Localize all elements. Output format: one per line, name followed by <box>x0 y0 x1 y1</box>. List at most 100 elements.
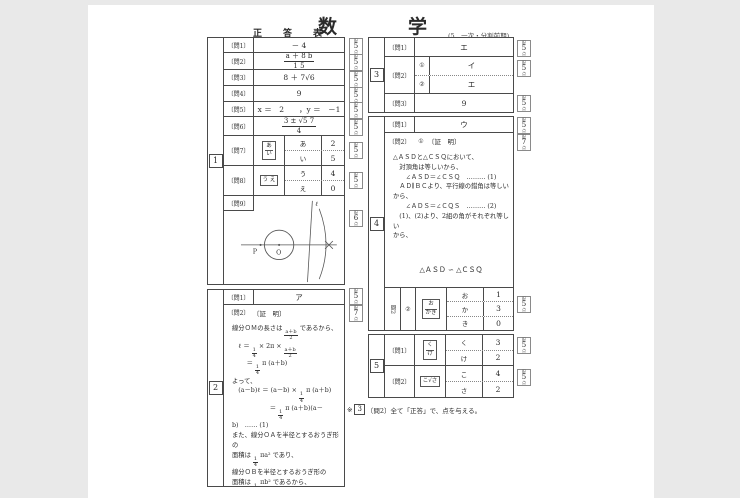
row-q3: 〔問3〕 8 ＋ 7√6 <box>224 70 344 86</box>
entry-value: 3 <box>496 304 501 314</box>
question2-number-cell: 2 <box>208 290 224 486</box>
q2b-format-cell: お かき <box>416 288 447 330</box>
proof-line: ∠ＡＳＤ＝∠ＣＳＱ ……… (1) <box>393 173 497 181</box>
q7-format-cell: あ い <box>254 136 285 165</box>
format-numerator: お <box>425 301 437 310</box>
row-q1: 〔問1〕 ア <box>224 290 344 305</box>
entry-row: け 2 <box>446 350 513 365</box>
proof-line: から、 <box>393 193 412 201</box>
question5-rows: 〔問1〕 く け く 3 け 2 〔問2〕 こ√さ <box>385 335 513 397</box>
q3-answer: 8 ＋ 7√6 <box>283 73 315 82</box>
entry-value: 2 <box>495 353 501 363</box>
row-q2: 〔問2〕 こ√さ こ 4 さ 2 <box>385 366 513 397</box>
table-question5: 5 〔問1〕 く け く 3 け 2 〔問2〕 <box>368 334 514 398</box>
entry-value: 2 <box>495 385 501 394</box>
diagram-circle <box>264 229 295 260</box>
entry-key: か <box>447 302 484 316</box>
proof-line: △ＡＳＤと△ＣＳＱにおいて、 <box>393 154 478 161</box>
q5-answer: x ＝ 2 ，y ＝ －1 <box>257 104 341 114</box>
question3-number: 3 <box>369 68 384 82</box>
q8-format-box: う え <box>259 174 279 187</box>
q7-entries: あ 2 い 5 <box>285 136 344 165</box>
diagram-construction-arc <box>318 208 327 280</box>
entry-row: い 5 <box>285 151 344 165</box>
table-question1: 1 〔問1〕 － 4 〔問2〕 a ＋ 8 b 1 5 〔問3〕 8 ＋ 7√6… <box>207 37 345 285</box>
question5-number-cell: 5 <box>369 335 385 397</box>
entry-value: 0 <box>330 183 336 193</box>
entry-value: エ <box>467 79 476 89</box>
q2-label: 〔問2〕 <box>224 53 254 69</box>
q1-label: 〔問1〕 <box>224 290 254 304</box>
q1-label: 〔問1〕 <box>385 335 415 365</box>
question1-number: 1 <box>208 154 223 168</box>
fraction-numerator: 3 ± √5 7 <box>281 117 317 127</box>
inline-fraction: 14 <box>253 483 258 486</box>
entry-row: え 0 <box>285 181 344 195</box>
row-q2a-head: 〔問2〕 ① 〔証 明〕 <box>385 133 513 149</box>
footnote-boxed-number: 3 <box>354 404 365 415</box>
entry-row: あ 2 <box>285 136 344 151</box>
q2a-label: 〔問2〕 <box>388 138 411 146</box>
entry-value: 4 <box>330 168 336 178</box>
footnote-mark: ※ <box>347 405 353 414</box>
format-denominator: かき <box>425 309 437 316</box>
q8-entries: う 4 え 0 <box>285 166 344 195</box>
q1-answer: エ <box>460 42 468 52</box>
proof-line: ＡＤ∥ＢＣより、平行線の錯角は等しい <box>393 183 509 191</box>
construction-diagram: P O ℓ <box>240 201 337 283</box>
row-q1: 〔問1〕 ウ <box>385 117 513 133</box>
q5-label: 〔問5〕 <box>224 102 254 116</box>
entry-row: ① イ <box>415 57 513 76</box>
q1-entries: く 3 け 2 <box>446 335 513 365</box>
proof-line: (1)、(2)より、2組の角がそれぞれ等しい <box>393 212 509 230</box>
question4-rows: 〔問1〕 ウ 〔問2〕 ① 〔証 明〕 △ＡＳＤと△ＣＳＱにおいて、 対頂角は等… <box>385 117 513 330</box>
diagram-label-o: O <box>276 250 281 257</box>
entry-key: く <box>446 335 483 350</box>
q1-format-cell: く け <box>415 335 446 365</box>
q6-label: 〔問6〕 <box>224 117 254 135</box>
question3-number-cell: 3 <box>369 38 385 112</box>
entry-row: ② エ <box>415 75 513 93</box>
q2-label: 〔問2〕 <box>385 57 415 93</box>
proof-line: から、 <box>393 232 412 240</box>
q8-format-cell: う え <box>254 166 285 195</box>
entry-key: う <box>285 166 322 180</box>
row-q2b: 問2 ② お かき お 1 か 3 き 0 <box>385 288 513 330</box>
fraction-answer: a ＋ 8 b 1 5 <box>283 52 315 70</box>
row-q2: 〔問2〕 ① イ ② エ <box>385 57 513 94</box>
footnote-text: 〔問2〕全て「正答」で、点を与える。 <box>366 406 482 415</box>
proof-line: よって、 <box>232 377 257 385</box>
q2-format-cell: こ√さ <box>415 366 446 397</box>
question4-number: 4 <box>369 216 384 231</box>
q2b-label: 問2 <box>385 288 401 330</box>
entry-value: 2 <box>330 138 336 148</box>
fraction-answer: 3 ± √5 7 4 <box>281 117 317 135</box>
entry-key: け <box>446 350 483 365</box>
question5-number: 5 <box>369 359 384 373</box>
q1-answer: ア <box>295 292 303 302</box>
question1-rows: 〔問1〕 － 4 〔問2〕 a ＋ 8 b 1 5 〔問3〕 8 ＋ 7√6 〔… <box>224 38 344 284</box>
proof-lines: △ＡＳＤと△ＣＳＱにおいて、 対頂角は等しいから、 ∠ＡＳＤ＝∠ＣＳＱ ……… … <box>393 153 509 241</box>
q1-answer: ウ <box>460 120 468 129</box>
question2-number: 2 <box>208 381 223 395</box>
entry-row: こ 4 <box>446 366 513 382</box>
